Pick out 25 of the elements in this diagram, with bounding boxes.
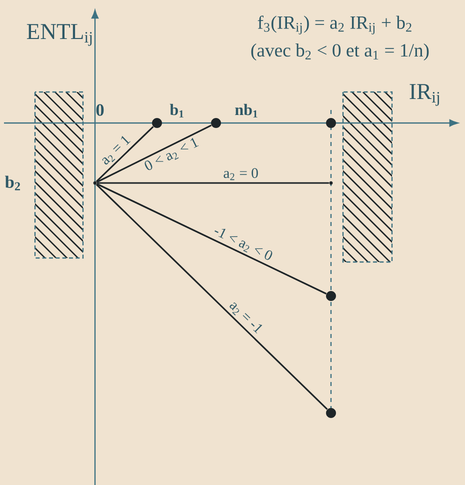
edge-label: 0 < a$_{2}$ < 1 <box>144 138 199 170</box>
line <box>96 126 154 182</box>
point-label: nb$_{1}$ <box>235 104 258 118</box>
line <box>97 182 329 184</box>
axis-label: (avec b$_{2}$ < 0 et a$_{1}$ = 1/n) <box>251 44 429 60</box>
axis-label: f$_{3}$(IR$_{ij}$) = a$_{2}$ IR$_{ij}$ + b$_{2}$ <box>258 16 412 34</box>
point <box>329 181 333 185</box>
axis-label: ENTL$_{ij}$ <box>26 24 92 46</box>
edge-label: a$_{2}$ = 1 <box>102 136 130 165</box>
edge-label: a$_{2}$ = 0 <box>224 168 258 180</box>
point-label: b$_{1}$ <box>170 104 184 118</box>
edge-label: a$_{2}$ = -1 <box>230 302 262 334</box>
point <box>93 181 97 185</box>
point <box>152 118 162 128</box>
point <box>326 291 336 301</box>
axis-label: 0 <box>96 104 104 116</box>
edge-label: -1 < a$_{2}$ < 0 <box>214 228 272 260</box>
point <box>326 408 336 418</box>
axis-label: b$_{2}$ <box>5 176 20 190</box>
point <box>326 118 336 128</box>
axis-label: IR$_{ij}$ <box>410 84 440 106</box>
point <box>211 118 221 128</box>
line <box>96 184 328 410</box>
line <box>96 183 327 294</box>
line <box>96 124 212 183</box>
